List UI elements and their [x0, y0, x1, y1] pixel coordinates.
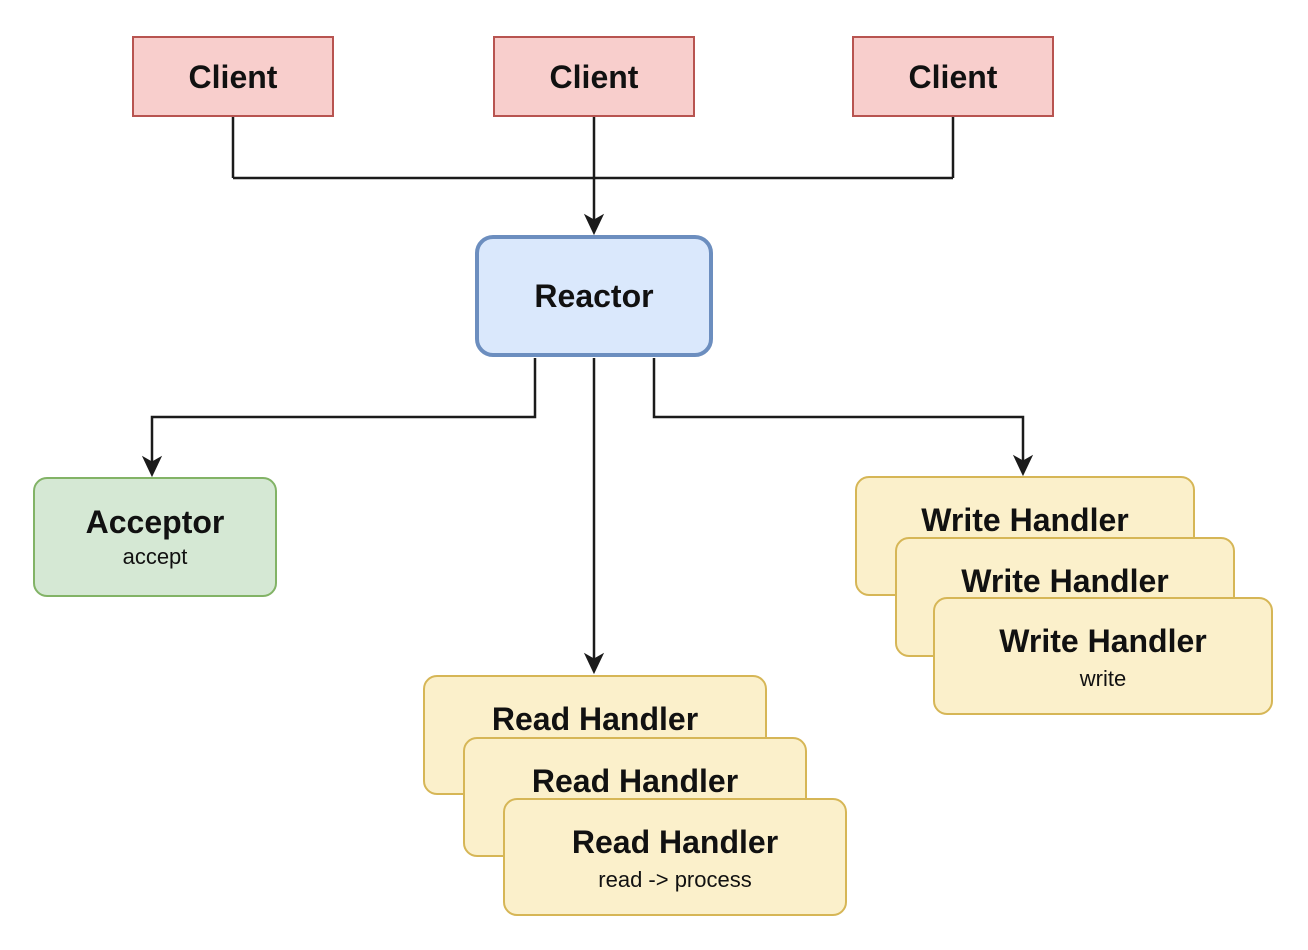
client-node-2: Client: [493, 36, 695, 117]
read-handler-title: Read Handler: [571, 824, 779, 860]
read-handler-title: Read Handler: [491, 701, 699, 737]
arrowhead-into-acceptor: [141, 455, 163, 478]
acceptor-node: Acceptor accept: [33, 477, 277, 597]
write-handler-title: Write Handler: [961, 563, 1169, 599]
write-handler-subtitle: write: [1079, 666, 1127, 691]
write-handler-title: Write Handler: [921, 502, 1129, 538]
write-handler-node-front: Write Handler write: [933, 597, 1273, 715]
reactor-label: Reactor: [534, 278, 654, 314]
read-handler-node-front: Read Handler read -> process: [503, 798, 847, 916]
client-label: Client: [188, 58, 278, 95]
reactor-node: Reactor: [475, 235, 713, 357]
acceptor-subtitle: accept: [122, 544, 188, 569]
connector-reactor-to-acceptor: [150, 358, 537, 472]
client-node-1: Client: [132, 36, 334, 117]
arrowhead-into-write-handlers: [1012, 454, 1034, 477]
write-handler-title: Write Handler: [999, 623, 1207, 659]
client-node-3: Client: [852, 36, 1054, 117]
read-handler-title: Read Handler: [531, 763, 739, 799]
connector-reactor-to-write-handlers: [652, 358, 1025, 471]
client-label: Client: [549, 58, 639, 95]
client-label: Client: [908, 58, 998, 95]
read-handler-subtitle: read -> process: [598, 867, 752, 892]
arrowhead-into-read-handlers: [583, 652, 605, 675]
arrowhead-into-reactor: [583, 213, 605, 236]
acceptor-title: Acceptor: [85, 504, 225, 540]
